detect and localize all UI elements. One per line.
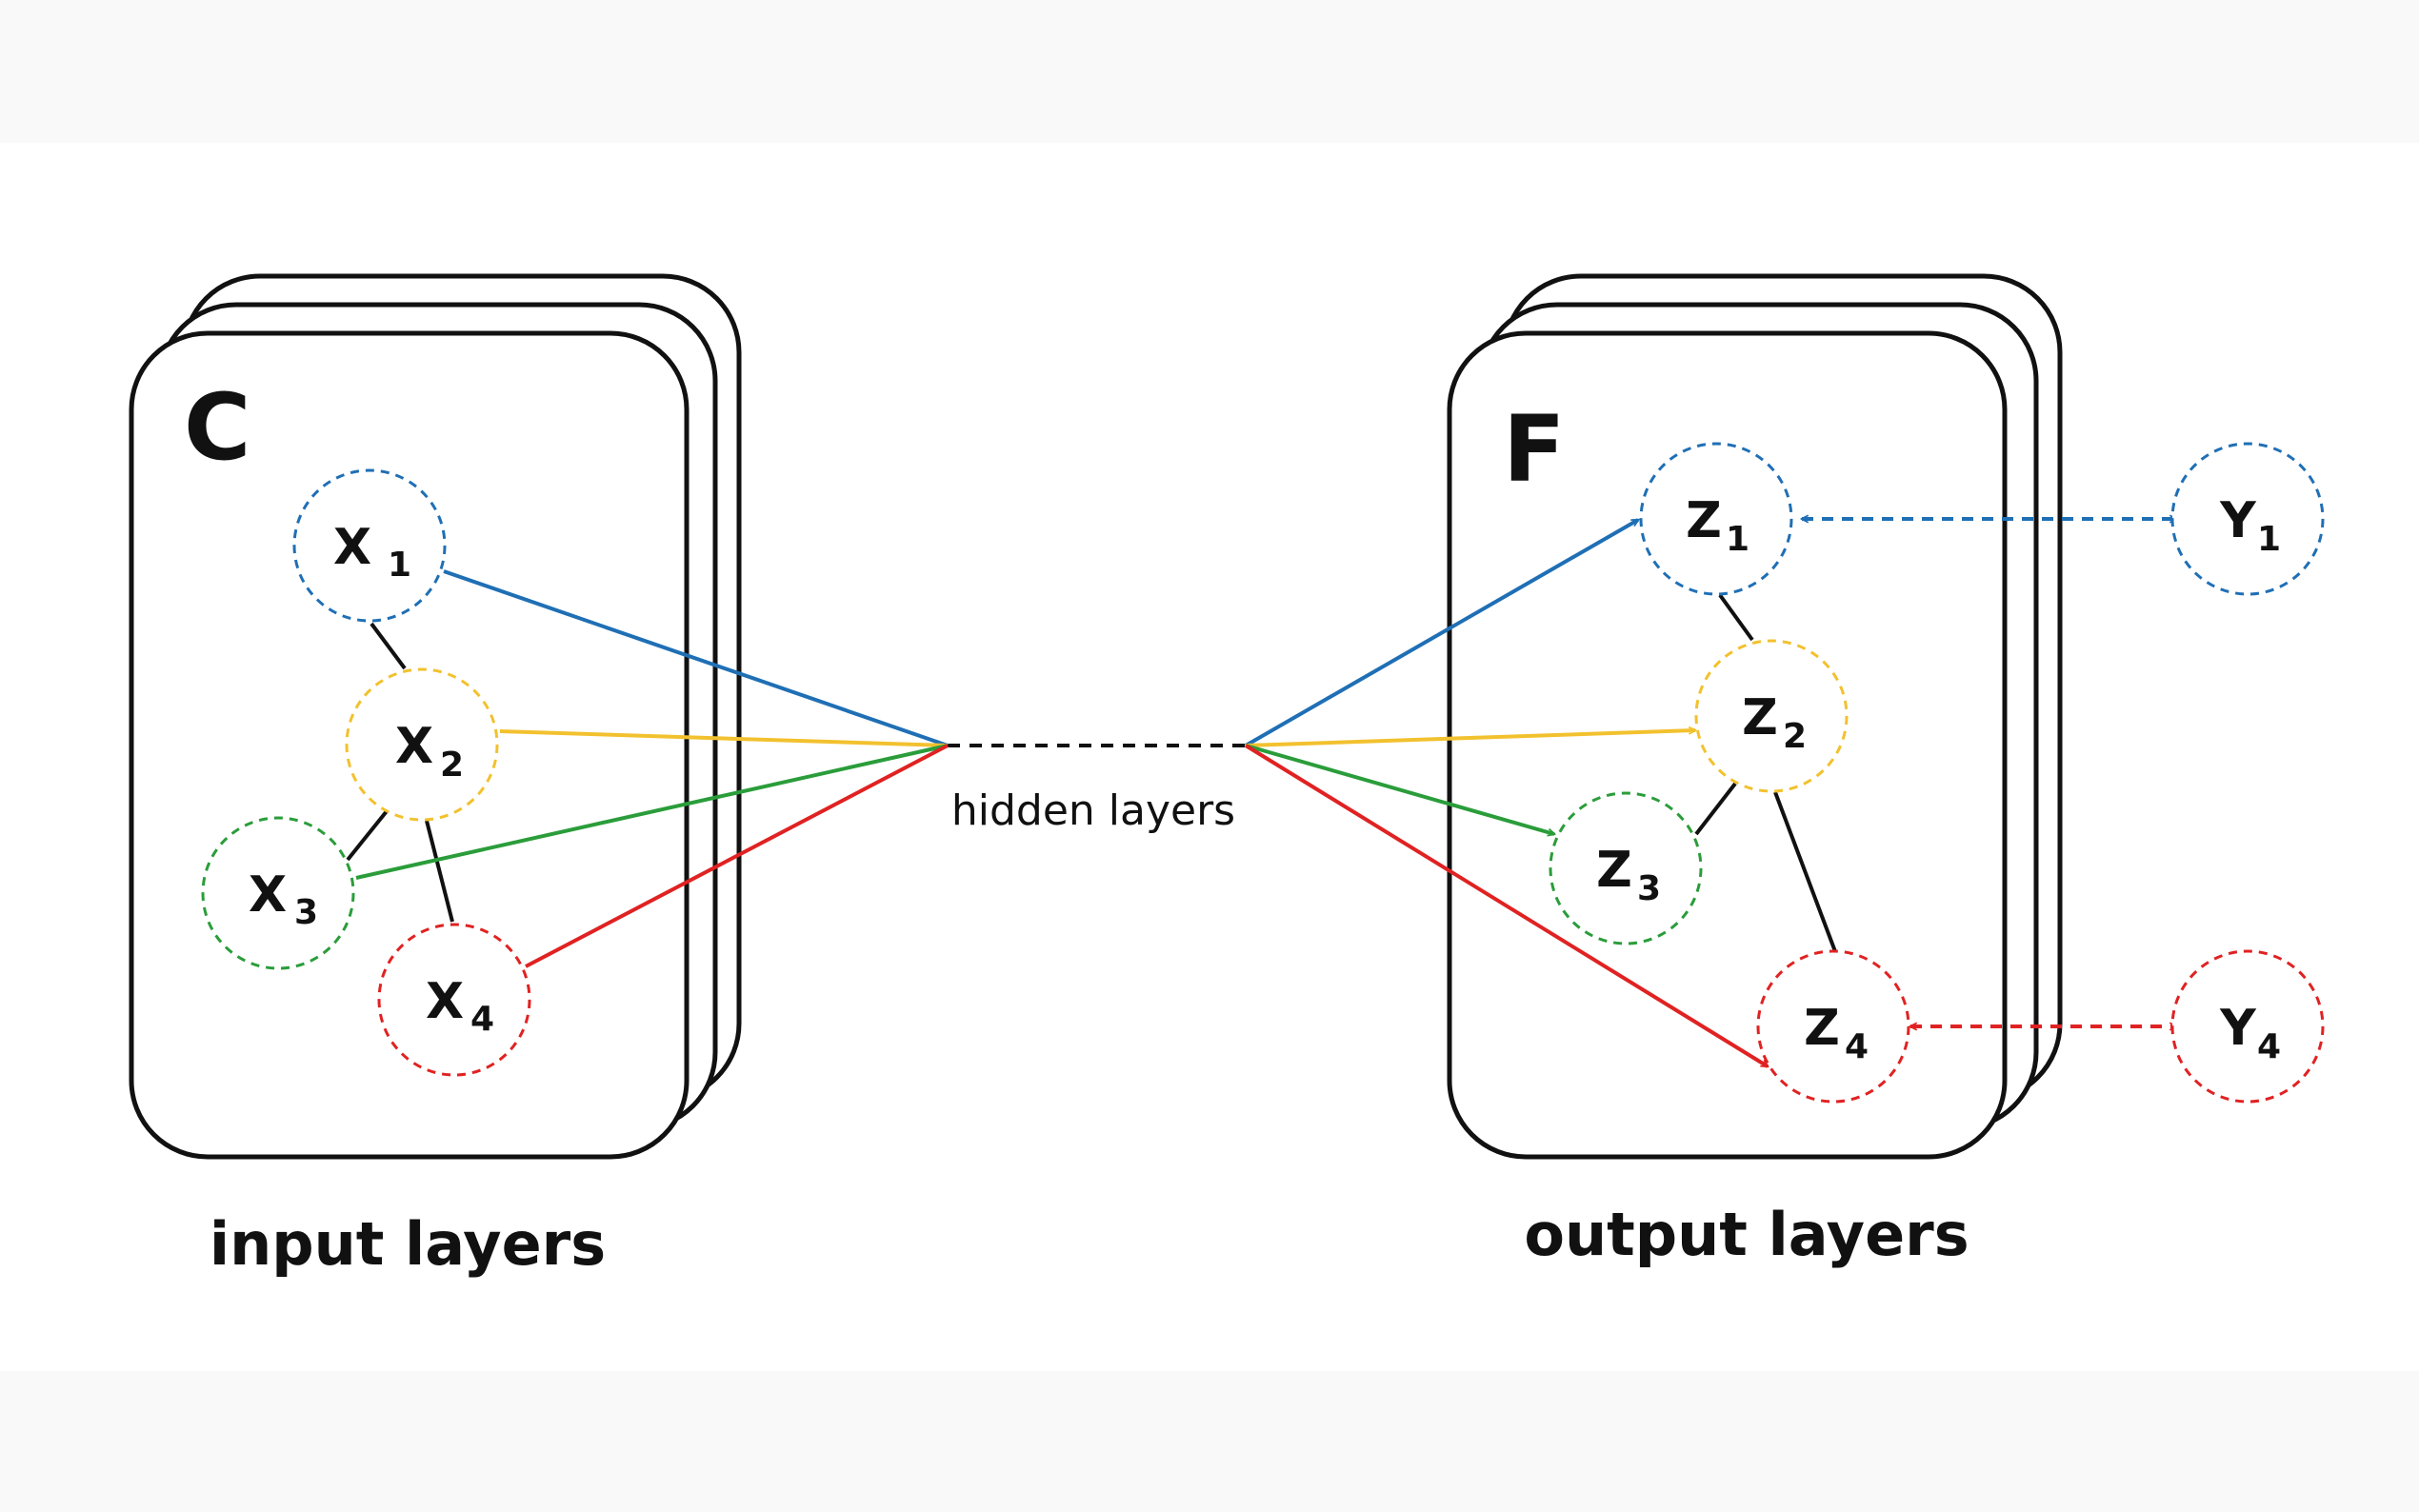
node-x4-circle bbox=[377, 923, 531, 1077]
input-layers-caption: input layers bbox=[210, 1209, 606, 1279]
node-x1-label: X bbox=[333, 519, 371, 576]
node-z2-subscript: 2 bbox=[1783, 717, 1807, 756]
node-x2: X 2 bbox=[345, 667, 499, 822]
node-x3-label: X bbox=[249, 866, 287, 924]
node-x4-subscript: 4 bbox=[470, 1000, 494, 1039]
link-z2-z4 bbox=[1773, 791, 1838, 955]
node-z1-subscript: 1 bbox=[1726, 520, 1749, 559]
node-z3: Z 3 bbox=[1549, 791, 1703, 945]
node-y1-label: Y bbox=[2219, 492, 2257, 549]
edge-hidden-z1 bbox=[1245, 518, 1638, 747]
link-z2-z3 bbox=[1694, 782, 1737, 836]
node-x3-subscript: 3 bbox=[294, 893, 318, 932]
node-x4: X 4 bbox=[377, 923, 531, 1077]
node-x1: X 1 bbox=[292, 468, 447, 623]
node-y4-circle bbox=[2170, 949, 2325, 1104]
node-z2-circle bbox=[1694, 639, 1849, 793]
edge-x2-hidden bbox=[499, 729, 949, 747]
output-panel-letter: F bbox=[1503, 396, 1566, 503]
link-x2-x3 bbox=[346, 809, 389, 862]
node-y4-subscript: 4 bbox=[2257, 1027, 2281, 1066]
node-z3-label: Z bbox=[1596, 842, 1632, 899]
node-x2-label: X bbox=[395, 718, 433, 775]
edge-x3-hidden bbox=[355, 744, 949, 880]
output-layers-caption: output layers bbox=[1524, 1200, 1969, 1269]
bottom-band bbox=[0, 1371, 2419, 1512]
node-y1: Y 1 bbox=[2170, 442, 2325, 596]
node-z3-subscript: 3 bbox=[1637, 869, 1661, 908]
edge-hidden-z2 bbox=[1245, 730, 1695, 747]
node-z1: Z 1 bbox=[1639, 442, 1793, 596]
node-x3: X 3 bbox=[201, 816, 355, 970]
link-x1-x2 bbox=[370, 622, 407, 670]
top-band bbox=[0, 0, 2419, 143]
node-z1-circle bbox=[1639, 442, 1793, 596]
node-y1-circle bbox=[2170, 442, 2325, 596]
edge-x4-hidden bbox=[525, 744, 949, 968]
node-z4-subscript: 4 bbox=[1845, 1027, 1869, 1066]
link-x2-x4 bbox=[425, 820, 454, 923]
link-z1-z2 bbox=[1718, 593, 1754, 642]
node-y4: Y 4 bbox=[2170, 949, 2325, 1104]
node-z1-label: Z bbox=[1686, 492, 1722, 549]
node-x3-circle bbox=[201, 816, 355, 970]
hidden-layers-label: hidden layers bbox=[951, 786, 1235, 835]
edge-x1-hidden bbox=[443, 569, 949, 747]
node-z4: Z 4 bbox=[1756, 949, 1910, 1104]
node-z2: Z 2 bbox=[1694, 639, 1849, 793]
edge-hidden-z3 bbox=[1245, 744, 1554, 834]
node-z4-circle bbox=[1756, 949, 1910, 1104]
node-z3-circle bbox=[1549, 791, 1703, 945]
node-x1-subscript: 1 bbox=[388, 546, 411, 585]
node-y1-subscript: 1 bbox=[2257, 520, 2281, 559]
edge-hidden-z4 bbox=[1244, 744, 1768, 1068]
node-x4-label: X bbox=[426, 973, 464, 1030]
node-x2-circle bbox=[345, 667, 499, 822]
input-panel-letter: C bbox=[184, 374, 250, 481]
node-x2-subscript: 2 bbox=[440, 746, 464, 785]
node-z2-label: Z bbox=[1742, 689, 1778, 746]
node-x1-circle bbox=[292, 468, 447, 623]
node-y4-label: Y bbox=[2219, 1000, 2257, 1057]
node-z4-label: Z bbox=[1804, 1000, 1840, 1057]
